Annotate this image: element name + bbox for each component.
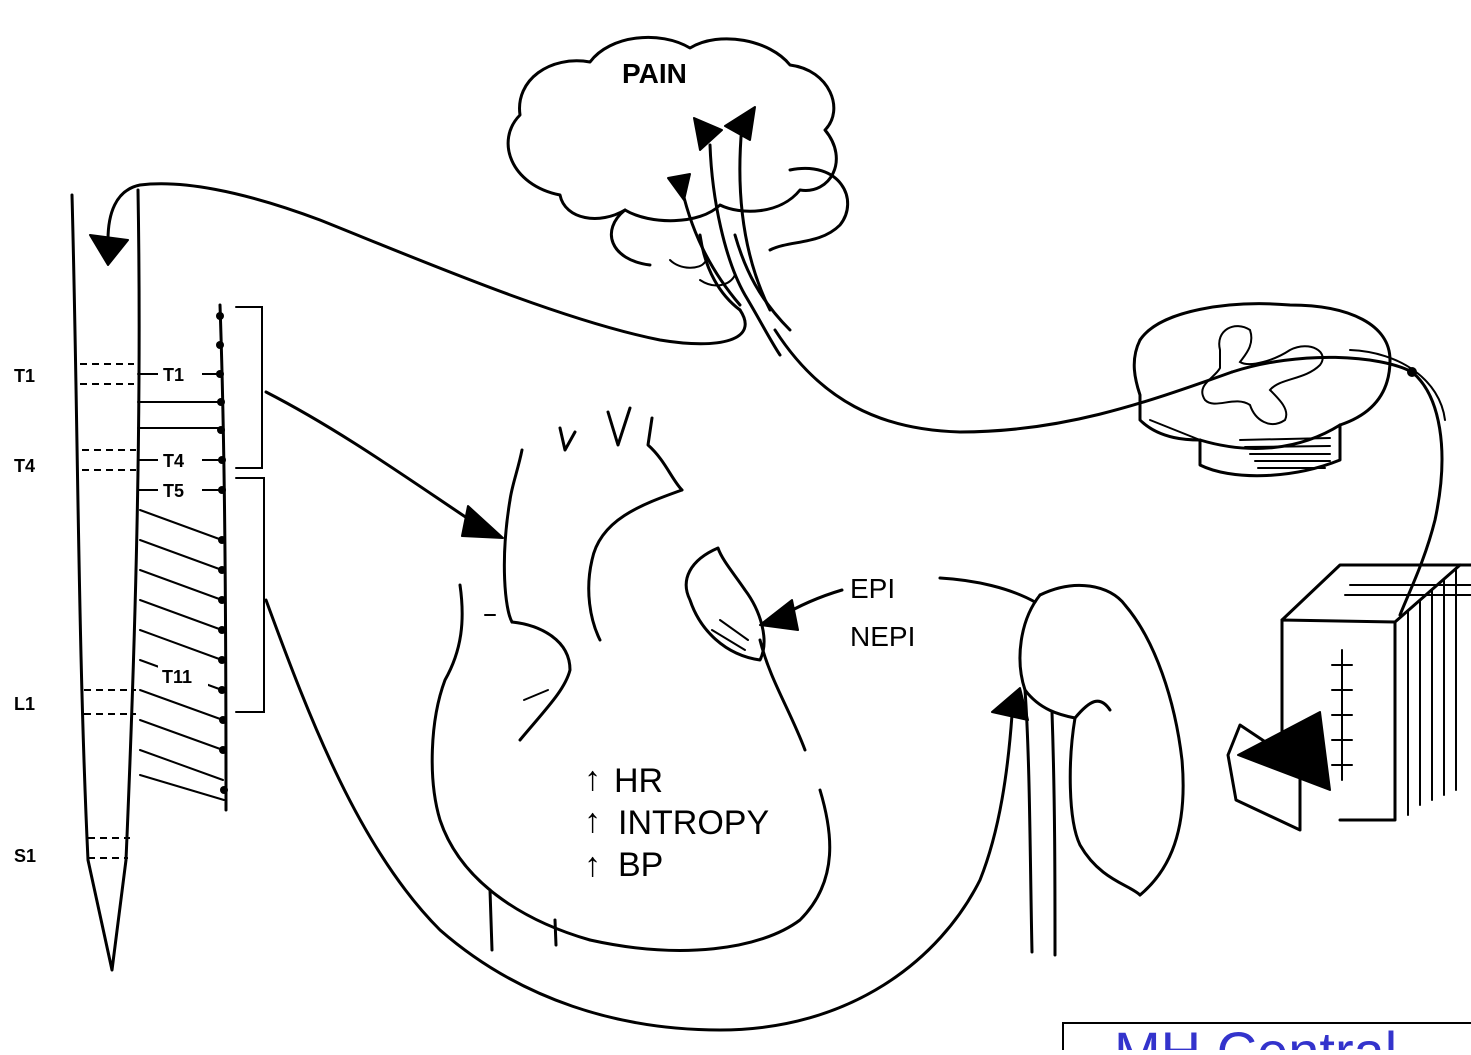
chain-level-label: T1 <box>163 365 184 385</box>
spine-level-label: T4 <box>14 456 35 476</box>
heart-arrow <box>462 506 503 538</box>
chain-level-label: T5 <box>163 481 184 501</box>
hormone-arrow <box>760 600 798 630</box>
pain-label: PAIN <box>622 58 687 89</box>
effect-bp: BP <box>618 846 663 884</box>
effect-hr: HR <box>614 762 663 800</box>
spine-level-label: L1 <box>14 694 35 714</box>
epi-label: EPI <box>850 573 895 604</box>
spinal-cord-cross-section <box>1134 304 1390 476</box>
nepi-label: NEPI <box>850 621 915 652</box>
ascending-pathway <box>775 330 1232 432</box>
chain-level-label: T4 <box>163 451 184 471</box>
ascending-arrow <box>725 107 755 140</box>
spine-level-label: T1 <box>14 366 35 386</box>
hormone-path <box>940 578 1035 602</box>
injury-tissue-block <box>1228 565 1471 830</box>
spine-level-label: S1 <box>14 846 36 866</box>
effect-inotropy: INTROPY <box>618 804 769 842</box>
adrenal-arrow <box>992 688 1028 720</box>
spinal-cord <box>72 190 139 970</box>
descending-arrow <box>90 235 128 265</box>
footer-text: MH Central <box>1114 1024 1397 1050</box>
descending-arrow <box>668 174 690 200</box>
up-arrow-icon: ↑ <box>584 760 601 798</box>
chain-level-label: T11 <box>162 667 192 687</box>
sympathetic-to-heart <box>266 392 470 520</box>
stimulus-arrow <box>1238 712 1330 790</box>
up-arrow-icon: ↑ <box>584 802 601 840</box>
up-arrow-icon: ↑ <box>584 846 601 884</box>
footer-banner: MH Central <box>1062 1022 1471 1050</box>
afferent-nerve <box>1232 357 1442 615</box>
adrenal-kidney <box>1020 585 1183 955</box>
ascending-arrow <box>694 118 722 150</box>
